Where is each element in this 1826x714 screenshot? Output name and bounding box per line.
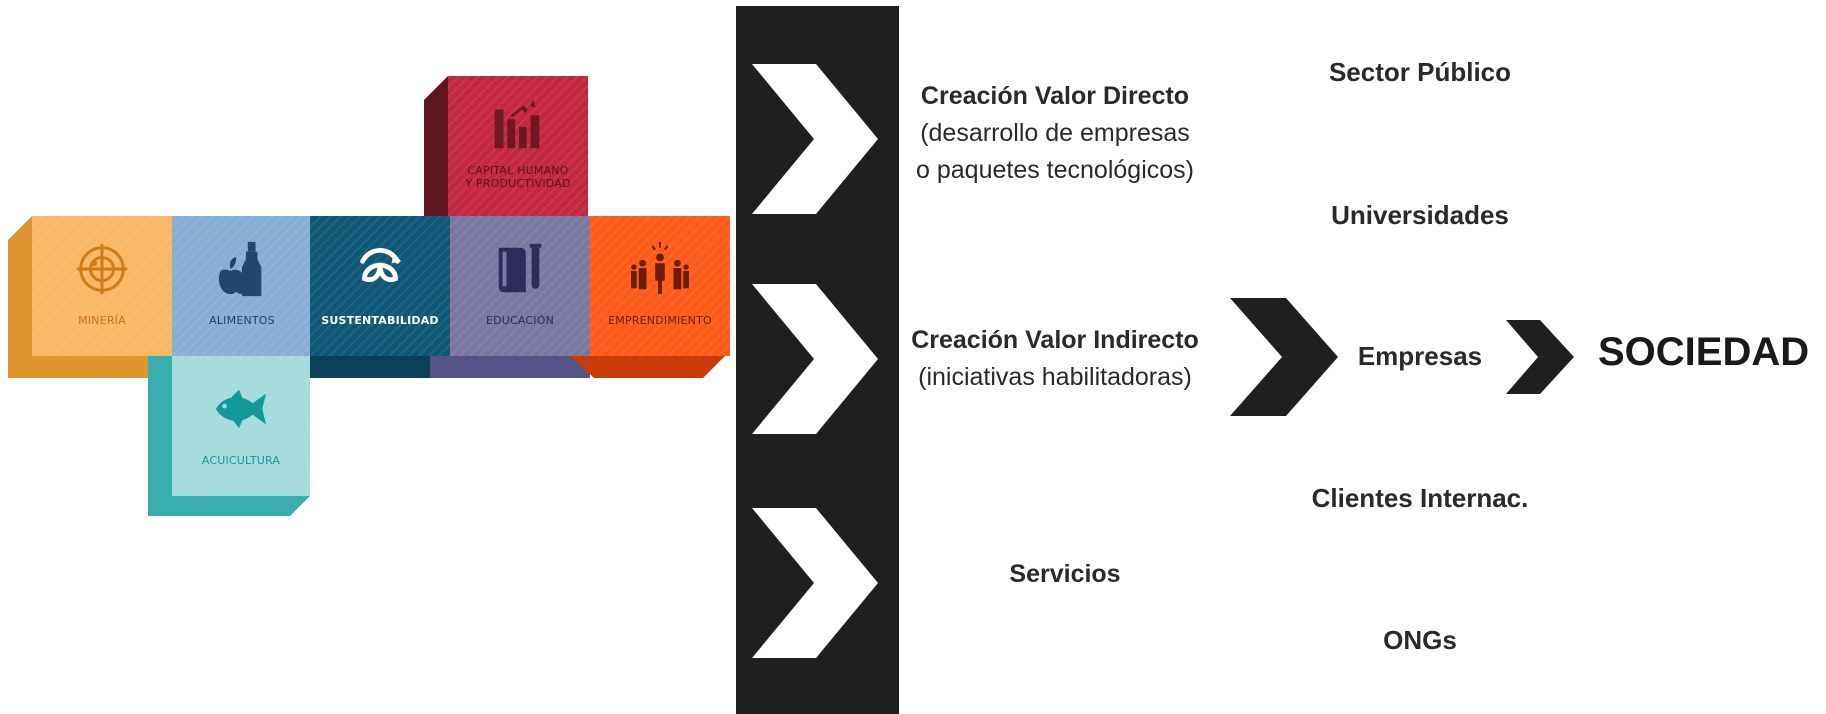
leaf-cycle-icon [360, 247, 402, 282]
value-indirecto-block: Creación Valor Indirecto (iniciativas ha… [900, 322, 1210, 396]
stakeholder-ongs: ONGs [1383, 625, 1457, 655]
stakeholder-empresas: Empresas [1357, 341, 1483, 371]
capital-label-line2: Y PRODUCTIVIDAD [465, 177, 571, 190]
capital-tile-side [424, 76, 448, 216]
sector-tile-sustentabilidad[interactable]: SUSTENTABILIDAD [310, 216, 450, 356]
sector-tile-emprendimiento[interactable]: EMPRENDIMIENTO [590, 216, 730, 356]
value-indirecto-line2: (iniciativas habilitadoras) [918, 363, 1192, 391]
value-directo-line2: (desarrollo de empresas [920, 119, 1190, 147]
alimentos-label: ALIMENTOS [209, 313, 275, 327]
row-bottom-side-emprendimiento [570, 356, 725, 378]
value-creation-bar [736, 6, 899, 714]
capital-label-line1: CAPITAL HUMANO [467, 164, 569, 177]
row-bottom-side-mineria [10, 356, 170, 378]
row-bottom-side-sustentabilidad [310, 356, 450, 378]
book-flask-icon [498, 243, 542, 292]
value-directo-line3: o paquetes tecnológicos) [916, 156, 1194, 184]
acuicultura-tile-left-side [148, 356, 172, 516]
sector-tile-educacion[interactable]: EDUCACIÓN [450, 216, 590, 356]
emprendimiento-label: EMPRENDIMIENTO [608, 313, 712, 327]
value-indirecto-title: Creación Valor Indirecto [911, 326, 1199, 354]
chevron-right-icon [752, 64, 878, 214]
arrow-right-icon [1230, 298, 1338, 416]
chevron-right-icon [752, 508, 878, 658]
sector-tile-capital[interactable]: CAPITAL HUMANO Y PRODUCTIVIDAD [448, 76, 588, 216]
acuicultura-label: ACUICULTURA [201, 453, 281, 467]
acuicultura-tile-bottom-side [148, 496, 310, 516]
sector-tile-alimentos[interactable]: ALIMENTOS [172, 216, 312, 356]
educacion-label: EDUCACIÓN [485, 313, 555, 327]
bar-chart-growth-icon [494, 99, 540, 149]
arrow-right-icon [1506, 320, 1574, 394]
sustentabilidad-label: SUSTENTABILIDAD [321, 313, 439, 327]
value-directo-block: Creación Valor Directo (desarrollo de em… [900, 78, 1210, 189]
servicios-block: Servicios [960, 556, 1170, 593]
stakeholder-sector-publico: Sector Público [1328, 57, 1512, 87]
stakeholder-clientes: Clientes Internac. [1311, 483, 1529, 513]
people-idea-icon [631, 241, 689, 294]
stakeholder-universidades: Universidades [1331, 200, 1509, 230]
fish-icon [215, 389, 267, 428]
apple-bottle-icon [218, 241, 262, 296]
mineria-label: MINERÍA [78, 313, 126, 327]
chevron-right-icon [752, 284, 878, 434]
sector-tile-acuicultura[interactable]: ACUICULTURA [172, 356, 310, 496]
compass-target-icon [76, 243, 128, 294]
outcome-sociedad: SOCIEDAD [1598, 330, 1810, 374]
mineria-tile-left-side [8, 216, 32, 378]
sector-cube-net: CAPITAL HUMANO Y PRODUCTIVIDAD MINERÍA [0, 0, 740, 714]
value-directo-title: Creación Valor Directo [920, 82, 1190, 110]
sector-tile-mineria[interactable]: MINERÍA [32, 216, 172, 356]
row-bottom-side-educacion [430, 356, 590, 378]
servicios-title: Servicios [1009, 560, 1121, 588]
